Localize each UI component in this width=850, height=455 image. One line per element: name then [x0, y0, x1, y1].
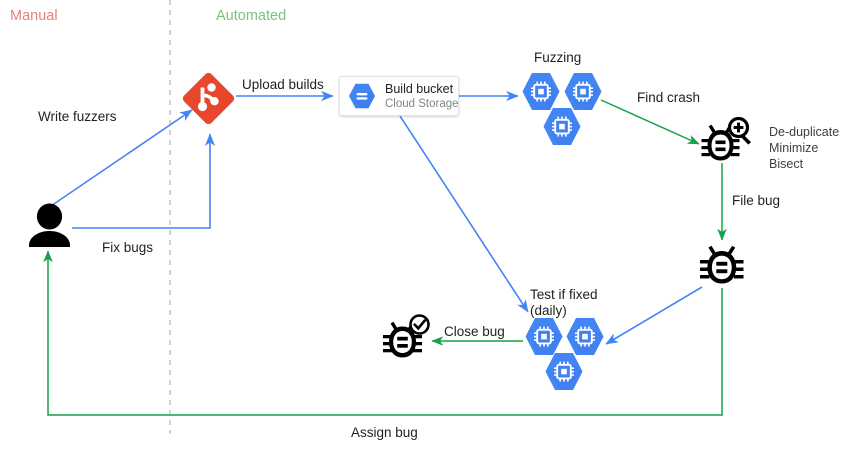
triage-note-deduplicate: De-duplicate	[769, 125, 840, 139]
edge-label-write-fuzzers: Write fuzzers	[38, 109, 117, 124]
label-fuzzing: Fuzzing	[534, 50, 582, 65]
edge-label-assign-bug: Assign bug	[351, 425, 418, 440]
edge-build-to-testing	[399, 115, 529, 313]
node-filed-bug[interactable]	[697, 243, 747, 289]
compute-engine-hexagon-icon	[525, 318, 563, 355]
build-bucket-texts: Build bucket Cloud Storage	[385, 82, 459, 111]
node-testing-vm-1[interactable]	[524, 317, 564, 356]
edge-label-fix-bugs: Fix bugs	[102, 240, 154, 255]
edge-label-find-crash: Find crash	[637, 90, 701, 105]
node-fuzzing-vm-2[interactable]	[563, 72, 603, 111]
compute-engine-hexagon-icon	[522, 73, 560, 110]
build-bucket-title: Build bucket	[385, 81, 454, 96]
compute-engine-hexagon-icon	[566, 318, 604, 355]
zone-label-manual: Manual	[10, 8, 58, 24]
git-branch-icon	[182, 72, 235, 125]
edge-label-upload-builds: Upload builds	[242, 77, 324, 92]
bug-magnifier-icon	[701, 116, 751, 161]
triage-note-minimize: Minimize	[769, 141, 819, 155]
cloud-storage-icon	[349, 83, 375, 109]
compute-engine-hexagon-icon	[545, 353, 583, 390]
bug-check-icon	[383, 314, 430, 358]
compute-engine-hexagon-icon	[564, 73, 602, 110]
zone-label-automated: Automated	[216, 8, 287, 24]
label-test-if-fixed-line2: (daily)	[530, 303, 567, 318]
node-source-repo[interactable]	[181, 71, 236, 126]
node-testing-vm-2[interactable]	[565, 317, 605, 356]
node-crash-triage[interactable]	[699, 115, 755, 165]
edge-label-file-bug: File bug	[732, 193, 781, 208]
node-developer[interactable]	[26, 203, 73, 248]
build-bucket-subtitle: Cloud Storage	[385, 97, 459, 110]
edge-fix-bugs	[72, 133, 216, 229]
edge-find-crash	[600, 99, 700, 145]
compute-engine-hexagon-icon	[543, 108, 581, 145]
triage-note-bisect: Bisect	[769, 157, 804, 171]
node-build-bucket[interactable]: Build bucket Cloud Storage	[339, 76, 459, 116]
edge-bug-to-testing	[605, 286, 703, 345]
node-fuzzing-vm-3[interactable]	[542, 107, 582, 146]
node-testing-vm-3[interactable]	[544, 352, 584, 391]
label-test-if-fixed-line1: Test if fixed	[530, 287, 598, 302]
bug-icon	[700, 245, 744, 284]
edge-label-close-bug: Close bug	[444, 324, 505, 339]
person-icon	[29, 203, 70, 247]
node-fuzzing-vm-1[interactable]	[521, 72, 561, 111]
node-fixed-bug[interactable]	[381, 313, 433, 361]
